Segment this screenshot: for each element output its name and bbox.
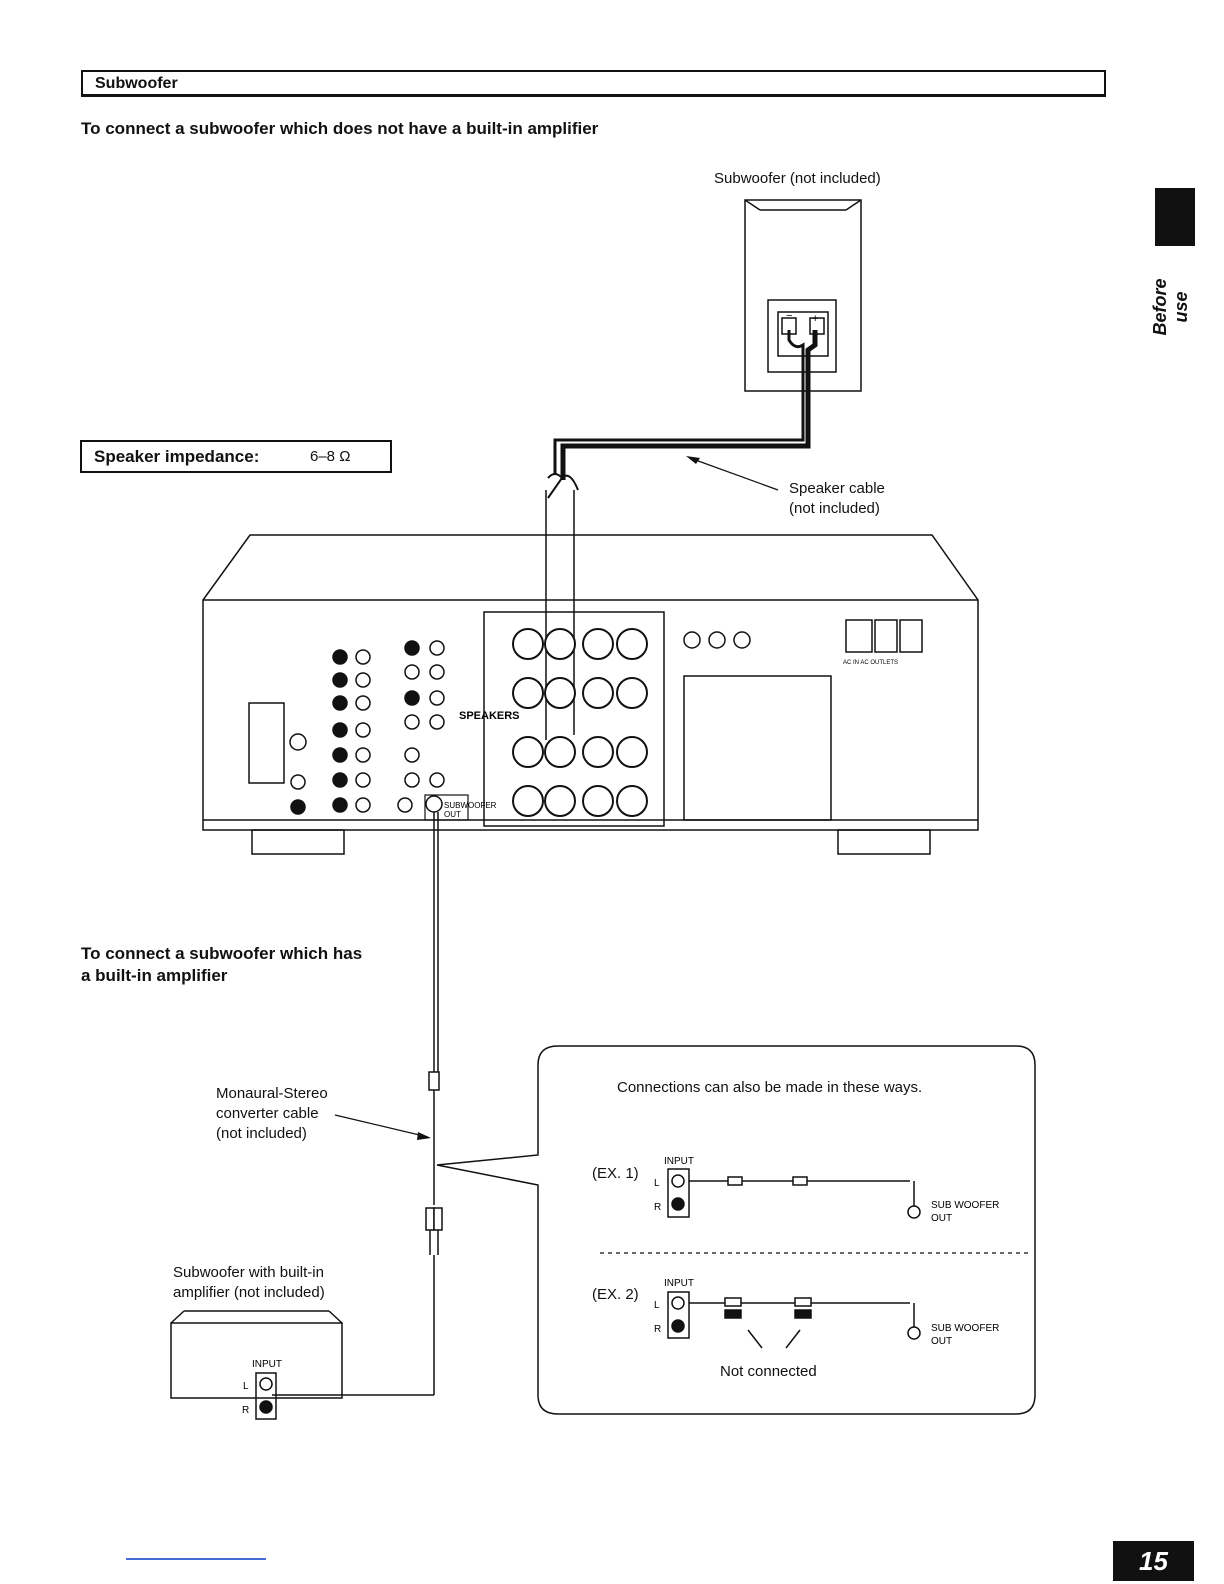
converter-cable-line1: Monaural-Stereo bbox=[216, 1085, 328, 1102]
impedance-box: Speaker impedance: 6–8 Ω bbox=[80, 440, 392, 473]
callout-box bbox=[436, 1045, 1036, 1415]
sub-out-jack-line2: OUT bbox=[444, 810, 461, 819]
heading-no-amp: To connect a subwoofer which does not ha… bbox=[81, 119, 599, 138]
impedance-label: Speaker impedance: bbox=[94, 447, 260, 466]
ac-label: AC IN AC OUTLETS bbox=[843, 660, 898, 666]
converter-cable-line2: converter cable bbox=[216, 1105, 319, 1122]
converter-cable bbox=[272, 812, 443, 1396]
ex1-label: (EX. 1) bbox=[592, 1165, 639, 1182]
active-subwoofer bbox=[170, 1310, 343, 1420]
sub-amp-line2: amplifier (not included) bbox=[173, 1284, 325, 1301]
side-tab-marker bbox=[1155, 188, 1195, 246]
section-title: Subwoofer bbox=[95, 75, 178, 92]
speakers-label: SPEAKERS bbox=[459, 710, 520, 722]
ex2-input-label: INPUT bbox=[664, 1278, 694, 1289]
sub-r-label: R bbox=[242, 1405, 249, 1416]
cable-pointer bbox=[689, 457, 779, 491]
ex1-r-label: R bbox=[654, 1202, 661, 1213]
impedance-value: 6–8 Ω bbox=[310, 448, 351, 465]
sub-input-label: INPUT bbox=[252, 1359, 282, 1370]
receiver bbox=[202, 534, 979, 855]
converter-cable-line3: (not included) bbox=[216, 1125, 307, 1142]
heading-amp-line1: To connect a subwoofer which has bbox=[81, 944, 363, 963]
sub-out-jack-line1: SUBWOOFER bbox=[444, 801, 497, 810]
ex2-subout-line1: SUB WOOFER bbox=[931, 1323, 999, 1334]
page-number: 15 bbox=[1113, 1541, 1194, 1581]
heading-amp-line2: a built-in amplifier bbox=[81, 966, 228, 985]
ex2-subout-line2: OUT bbox=[931, 1336, 952, 1347]
subwoofer-label: Subwoofer (not included) bbox=[714, 170, 881, 187]
speaker-terminals bbox=[512, 628, 648, 817]
side-tab-text: Before use bbox=[1150, 278, 1191, 336]
sub-l-label: L bbox=[243, 1381, 249, 1392]
ex2-label: (EX. 2) bbox=[592, 1286, 639, 1303]
footer-link-line bbox=[126, 1558, 266, 1560]
ex1-input-label: INPUT bbox=[664, 1156, 694, 1167]
ex1-subout-line2: OUT bbox=[931, 1213, 952, 1224]
audio-jacks bbox=[289, 631, 751, 815]
plus-sign: + bbox=[812, 313, 818, 325]
ex2-l-label: L bbox=[654, 1300, 660, 1311]
speaker-cable-line2: (not included) bbox=[789, 500, 880, 517]
ex1-subout-line1: SUB WOOFER bbox=[931, 1200, 999, 1211]
sub-amp-line1: Subwoofer with built-in bbox=[173, 1264, 324, 1281]
minus-sign: − bbox=[786, 310, 792, 322]
ex2-diagram bbox=[667, 1291, 921, 1349]
section-header: Subwoofer bbox=[81, 70, 1106, 97]
ex2-r-label: R bbox=[654, 1324, 661, 1335]
not-connected-label: Not connected bbox=[720, 1363, 817, 1380]
speaker-cable-line1: Speaker cable bbox=[789, 480, 885, 497]
ex1-l-label: L bbox=[654, 1178, 660, 1189]
ex1-diagram bbox=[667, 1168, 921, 1219]
callout-title: Connections can also be made in these wa… bbox=[617, 1079, 923, 1096]
